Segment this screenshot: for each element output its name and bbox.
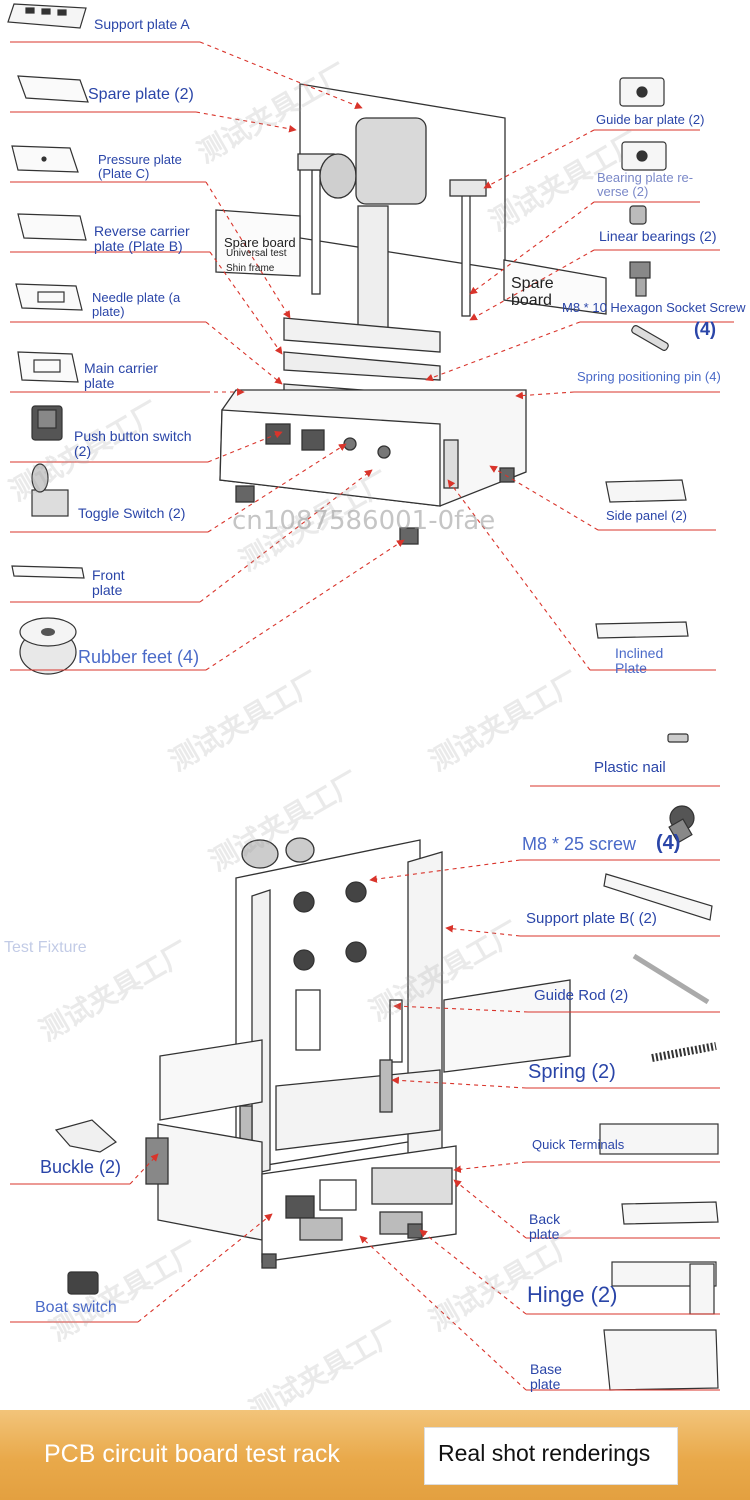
buckle-label: Buckle (2) (40, 1157, 122, 1177)
front-plate-label: Front plate (92, 567, 125, 598)
rubber-feet-label: Rubber feet (4) (78, 647, 200, 667)
spare-board-left-label: Spare board (224, 235, 296, 250)
test-fixture-watermark: Test Fixture (4, 939, 87, 956)
rubber-foot-thumbnail (19, 617, 77, 675)
needle-plate-label: Needle plate (a plate) (92, 290, 181, 319)
reverse-carrier-label: Reverse carrier plate (Plate B) (94, 223, 190, 254)
m8-25-screw-label: M8 * 25 screw (522, 834, 637, 854)
leader-lines (10, 41, 734, 1391)
boat-switch-label: Boat switch (35, 1299, 117, 1316)
part-thumbnails-left (7, 3, 89, 579)
toggle-switch-label: Toggle Switch (2) (78, 505, 186, 521)
spare-board-right-label: Spare board (511, 275, 554, 309)
m8-25-count-label: (4) (656, 832, 681, 854)
shin-frame-label: Shin frame (226, 263, 275, 274)
hinge-label: Hinge (2) (527, 1282, 618, 1307)
back-plate-label: Back plate (529, 1211, 561, 1242)
quick-terminals-label: Quick Terminals (532, 1137, 625, 1152)
bottom-fixture-drawing (145, 837, 571, 1269)
watermark-url: cn1087586001-0fae (232, 506, 496, 536)
push-button-label: Push button switch (2) (74, 428, 192, 459)
hex-screw-count-label: (4) (694, 319, 716, 339)
base-plate-label: Base plate (530, 1361, 562, 1392)
footer-badge (424, 1427, 678, 1485)
side-panel-label: Side panel (2) (606, 508, 687, 523)
spare-plate-label: Spare plate (2) (88, 86, 194, 103)
support-plate-a-label: Support plate A (94, 16, 190, 32)
bearing-plate-label: Bearing plate re-verse (2) (597, 170, 694, 199)
part-thumbnails-bottom-left (54, 1119, 117, 1295)
linear-bearings-label: Linear bearings (2) (599, 228, 717, 244)
universal-test-label: Universal test (226, 248, 287, 259)
inclined-plate-label: Inclined Plate (615, 645, 664, 676)
top-fixture-drawing (215, 83, 607, 545)
part-thumbnails-right (595, 77, 719, 1391)
footer-badge-text: Real shot renderings (438, 1440, 651, 1466)
guide-bar-plate-label: Guide bar plate (2) (596, 112, 705, 127)
pressure-plate-label: Pressure plate (Plate C) (98, 152, 182, 181)
spring-label: Spring (2) (528, 1061, 616, 1083)
footer-title: PCB circuit board test rack (44, 1440, 340, 1468)
spring-pin-label: Spring positioning pin (4) (577, 369, 721, 384)
guide-rod-label: Guide Rod (2) (534, 987, 629, 1004)
main-carrier-label: Main carrier plate (84, 360, 158, 391)
support-plate-b-label: Support plate B( (2) (526, 910, 657, 927)
hex-screw-label: M8 * 10 Hexagon Socket Screw (562, 300, 746, 315)
plastic-nail-label: Plastic nail (594, 759, 666, 776)
